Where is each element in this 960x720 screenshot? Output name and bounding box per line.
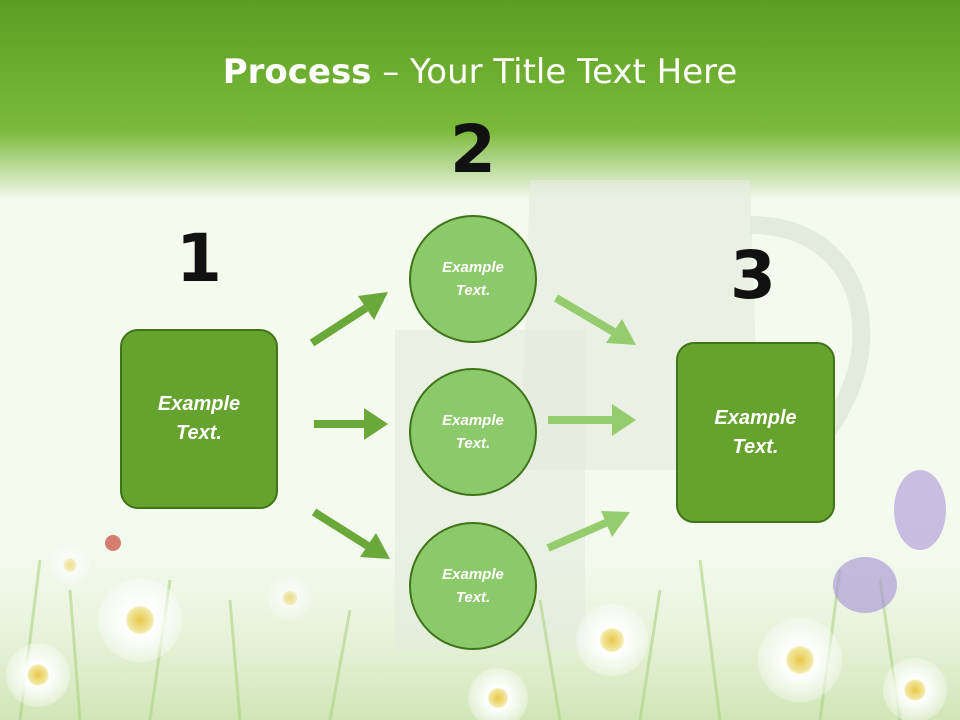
step-2-circle-bottom: Example Text. — [409, 522, 537, 650]
arrow-2a-to-3-shaft — [553, 294, 617, 336]
arrow-2c-to-3-shaft — [546, 518, 610, 552]
step-2-text-bottom: Example Text. — [442, 566, 504, 606]
title-bold: Process — [222, 52, 372, 92]
arrow-2a-to-3-head — [606, 319, 636, 345]
title-rest: – Your Title Text Here — [371, 52, 738, 92]
step-3-text: Example Text. — [714, 406, 797, 458]
step-2-number: 2 — [450, 111, 496, 188]
step-2-circle-middle: Example Text. — [409, 368, 537, 496]
arrow-1-to-2b-head — [364, 408, 388, 440]
step-1-text: Example Text. — [157, 393, 241, 444]
arrow-1-to-2c-head — [360, 533, 390, 559]
arrow-2b-to-3-head — [612, 404, 636, 436]
arrow-1-to-2a-shaft — [309, 304, 369, 347]
arrow-1-to-2c-shaft — [311, 508, 371, 550]
step-3-number: 3 — [730, 237, 776, 314]
step-2-circle-top: Example Text. — [409, 215, 537, 343]
slide-title: Process – Your Title Text Here — [0, 52, 960, 92]
step-1-number: 1 — [176, 220, 222, 297]
step-2-text-middle: Example Text. — [442, 412, 504, 452]
step-3-box: Example Text. — [676, 342, 835, 523]
step-1-box: Example Text. — [120, 329, 278, 509]
step-2-text-top: Example Text. — [442, 259, 504, 299]
arrow-1-to-2a-head — [358, 292, 388, 320]
arrow-2c-to-3-head — [601, 511, 630, 537]
